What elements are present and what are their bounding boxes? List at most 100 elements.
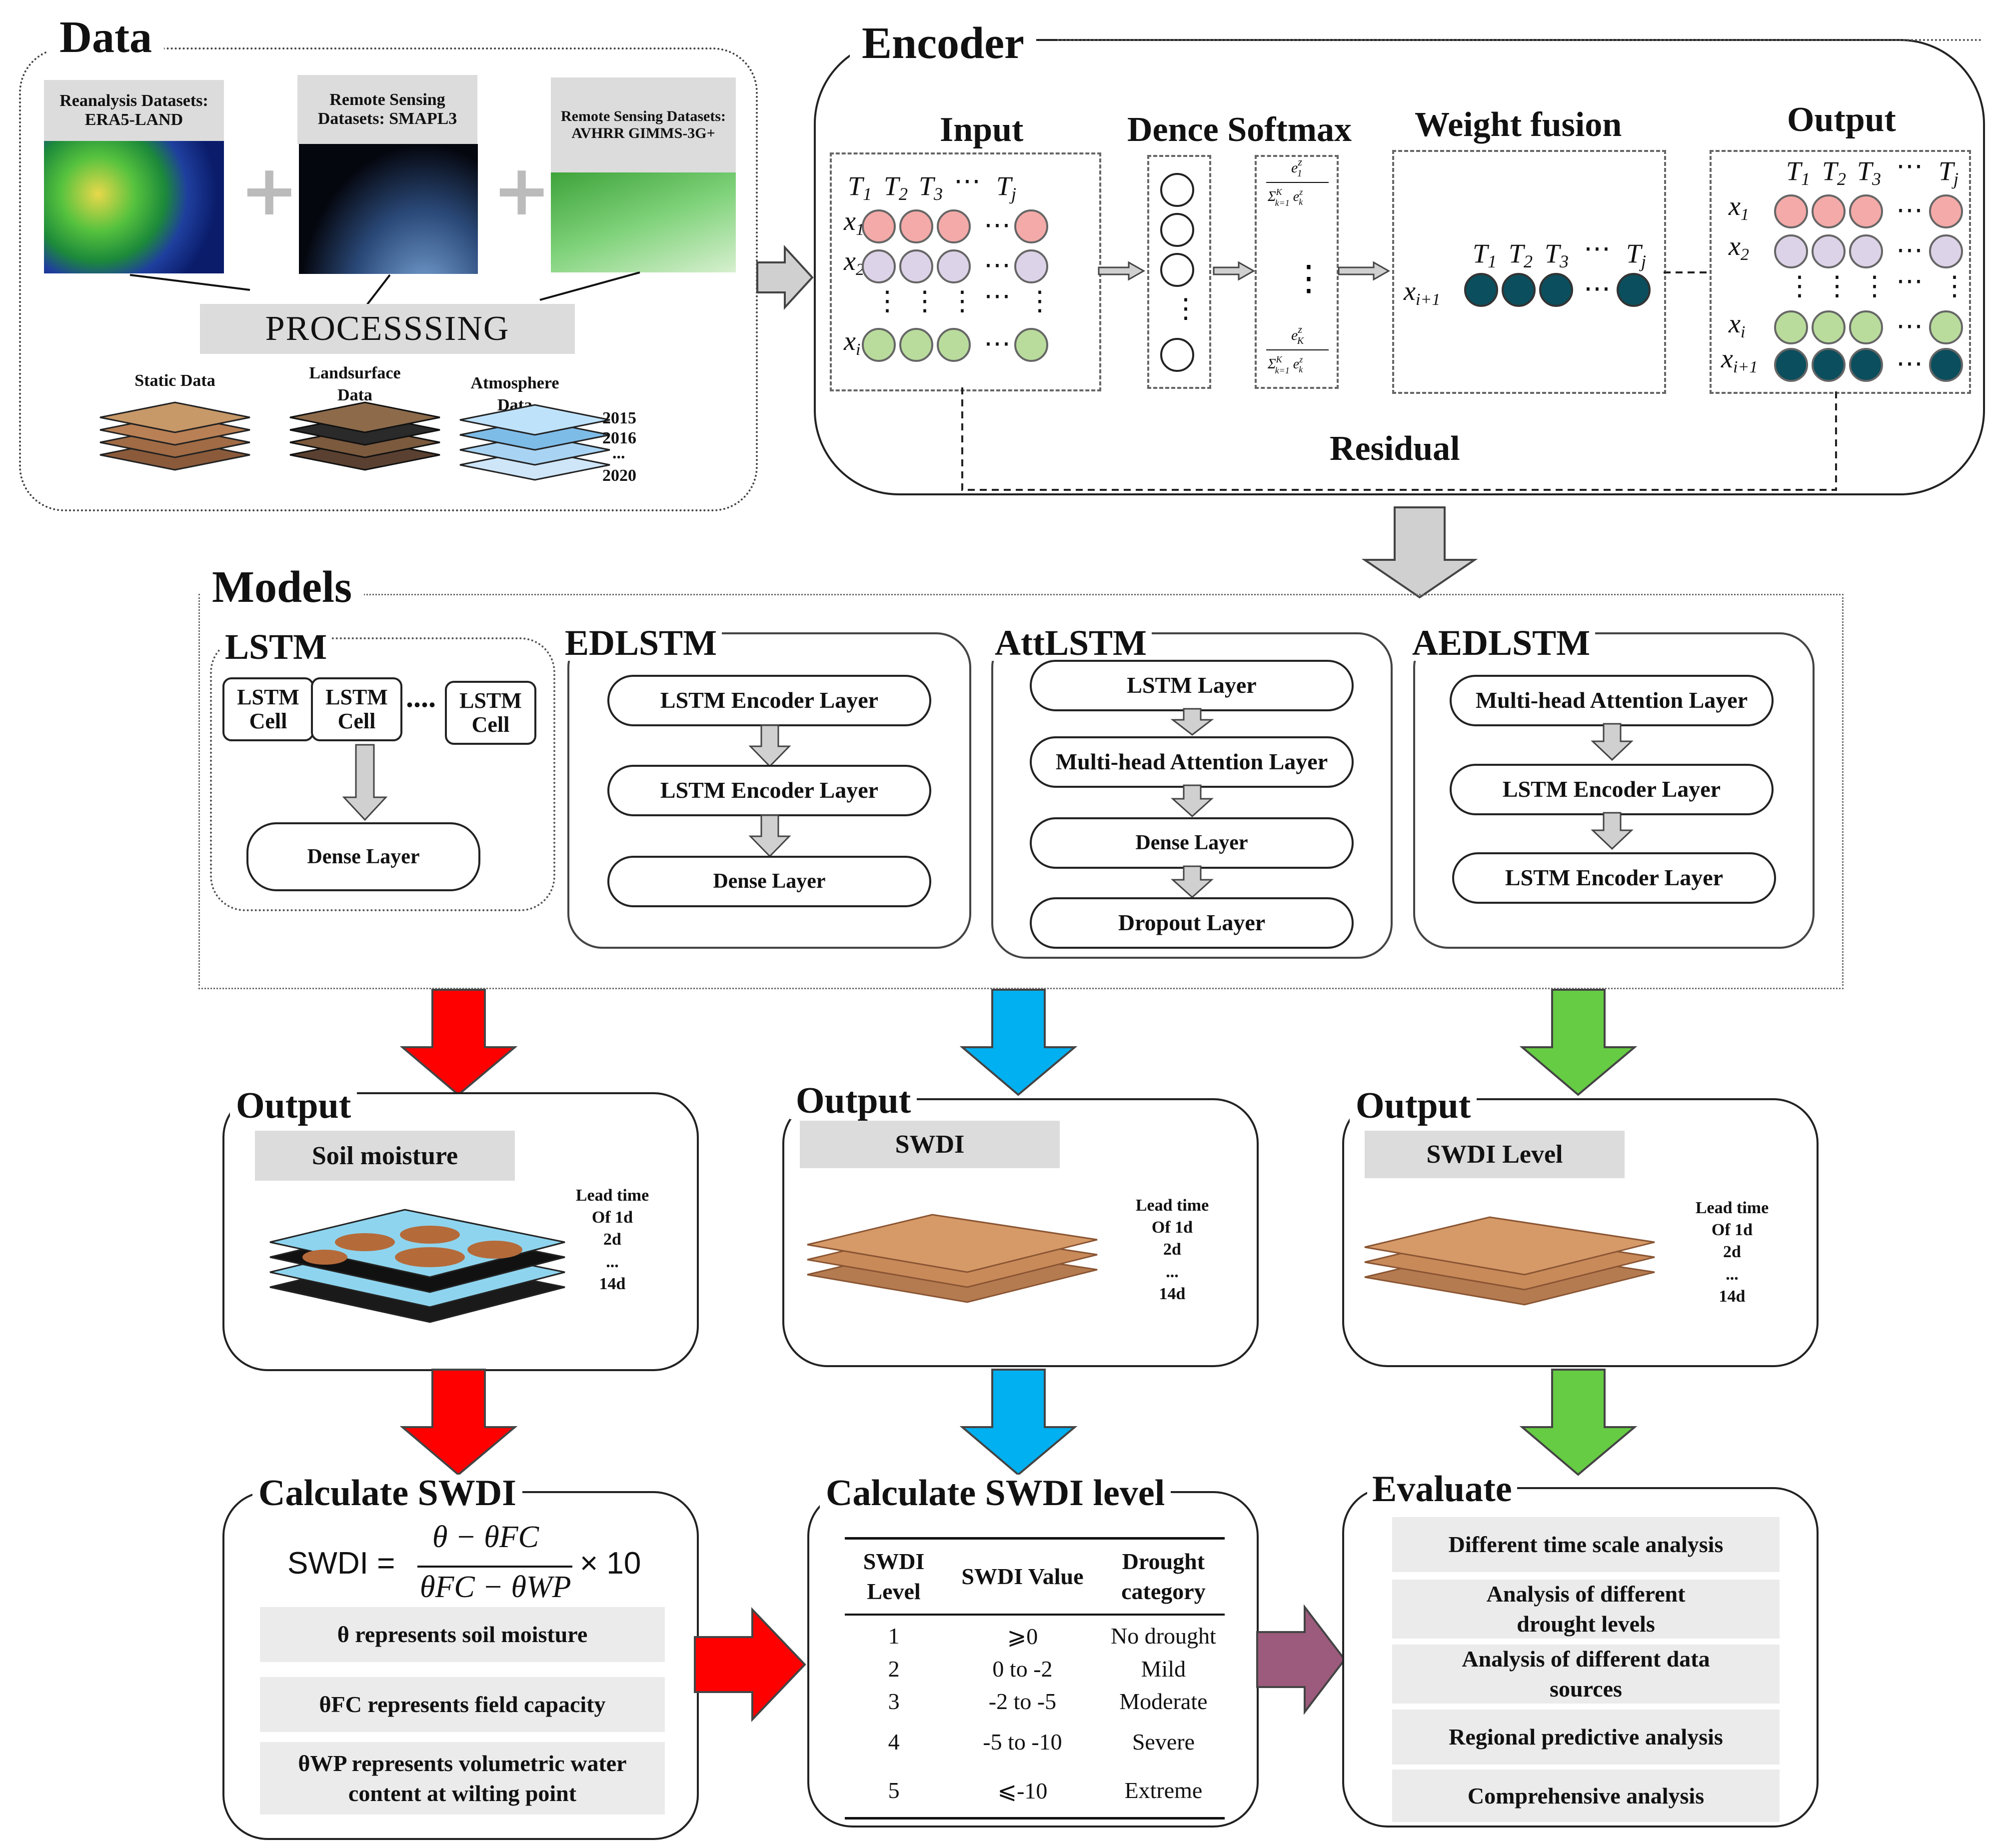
output2-title: Output: [790, 1082, 917, 1119]
header-category: Drought category: [1121, 1549, 1206, 1604]
svg-text:xi+1: xi+1: [1721, 343, 1758, 376]
static-layer-stack: [99, 401, 250, 471]
data-title: Data: [47, 15, 164, 60]
svg-text:ΣKk=1 ezk: ΣKk=1 ezk: [1267, 354, 1303, 375]
svg-text:T1: T1: [1786, 156, 1810, 189]
header-value: SWDI Value: [961, 1563, 1084, 1589]
attlstm-arrow-1: [1170, 708, 1214, 736]
dataset-smap-label: Remote Sensing Datasets: SMAPL3: [297, 75, 477, 144]
svg-text:⋮: ⋮: [1786, 271, 1813, 301]
evaluate-item-drought-levels: Analysis of different drought levels: [1392, 1580, 1780, 1639]
atmosphere-data-label: Atmosphere Data: [470, 374, 559, 415]
svg-text:⋯: ⋯: [1584, 233, 1611, 263]
note-theta: θ represents soil moisture: [260, 1607, 665, 1662]
soil-moisture-label: Soil moisture: [255, 1131, 515, 1181]
input-t2-label: T2: [884, 171, 908, 204]
input-heading: Input: [940, 110, 1024, 149]
dataset-avhrr-label: Remote Sensing Datasets: AVHRR GIMMS-3G+: [551, 77, 736, 172]
calculate-level-title: Calculate SWDI level: [820, 1475, 1171, 1512]
plus-icon-1: +: [240, 150, 299, 231]
arrow-red-to-calc: [400, 1369, 518, 1476]
input-t1-label: T1: [848, 171, 872, 204]
aedlstm-arrow-1: [1591, 723, 1634, 761]
svg-text:⋯: ⋯: [984, 250, 1011, 280]
models-panel: [198, 594, 1844, 989]
lstm-arrow-down: [342, 744, 388, 821]
processing-label: PROCESSSING: [200, 304, 575, 354]
svg-text:T2: T2: [1822, 156, 1846, 189]
svg-text:⋯: ⋯: [1896, 195, 1923, 225]
vegetation-image: [551, 172, 736, 272]
header-level: SWDI Level: [863, 1549, 925, 1604]
arrow-red-calc-to-level: [694, 1607, 806, 1722]
encoder-title: Encoder: [850, 21, 1036, 66]
attlstm-dropout-layer: Dropout Layer: [1030, 897, 1354, 949]
encoder-title-dots: [1057, 39, 1982, 41]
svg-text:⋮: ⋮: [874, 286, 901, 316]
attlstm-title: AttLSTM: [990, 625, 1152, 661]
svg-text:x2: x2: [1728, 231, 1749, 264]
lstm-title: LSTM: [220, 629, 332, 665]
aedlstm-attention-layer: Multi-head Attention Layer: [1450, 675, 1774, 726]
edlstm-dense-layer: Dense Layer: [607, 856, 931, 907]
landsurface-layer-stack: [289, 401, 440, 471]
svg-text:⋯: ⋯: [984, 281, 1011, 311]
arrow-purple-level-to-evaluate: [1256, 1605, 1346, 1715]
attlstm-attention-layer: Multi-head Attention Layer: [1030, 736, 1354, 788]
formula-denominator: θFC − θWP: [420, 1570, 571, 1604]
svg-text:T1: T1: [1473, 238, 1497, 271]
svg-text:⋯: ⋯: [1896, 151, 1923, 181]
svg-text:ez1: ez1: [1291, 155, 1302, 179]
era5-map-image: [44, 141, 224, 273]
arrow-green-to-output3: [1520, 989, 1638, 1096]
evaluate-item-data-sources: Analysis of different data sources: [1392, 1645, 1780, 1704]
input-tj-label: Tj: [996, 171, 1016, 204]
dataset-era5-label: Reanalysis Datasets: ERA5-LAND: [44, 80, 224, 141]
arrow-blue-to-output2: [960, 989, 1078, 1096]
atmosphere-layer-stack: [459, 404, 610, 481]
evaluate-item-time-scale: Different time scale analysis: [1392, 1517, 1780, 1572]
svg-text:⋮: ⋮: [1172, 293, 1199, 323]
encoder-output-heading: Output: [1787, 100, 1896, 139]
attlstm-arrow-3: [1171, 865, 1214, 899]
year-2020: 2020: [602, 466, 636, 485]
output-matrix-box: [1710, 150, 1971, 394]
formula-numerator: θ − θFC: [432, 1520, 539, 1554]
edlstm-arrow-1: [748, 724, 791, 768]
arrow-data-to-encoder: [756, 245, 814, 310]
lstm-dense-layer: Dense Layer: [246, 822, 480, 891]
evaluate-item-comprehensive: Comprehensive analysis: [1392, 1770, 1780, 1822]
edlstm-arrow-2: [748, 814, 791, 858]
year-ellipsis: ...: [612, 444, 625, 462]
svg-text:⋯: ⋯: [1896, 266, 1923, 296]
svg-text:x1: x1: [1728, 191, 1749, 224]
edlstm-encoder-layer-2: LSTM Encoder Layer: [607, 765, 931, 816]
svg-text:⋮: ⋮: [1291, 259, 1326, 298]
arrow-red-to-output1: [400, 989, 518, 1096]
svg-text:⋯: ⋯: [1896, 348, 1923, 378]
attlstm-dense-layer: Dense Layer: [1030, 817, 1354, 869]
edlstm-model-box: [567, 632, 971, 949]
plus-icon-2: +: [492, 150, 551, 231]
lstm-model-box: [210, 637, 555, 911]
note-theta-wp: θWP represents volumetric water content …: [260, 1742, 665, 1815]
data-connector-lines: [129, 271, 640, 308]
formula-multiplier: × 10: [580, 1546, 641, 1581]
year-2015: 2015: [602, 409, 636, 427]
svg-text:⋯: ⋯: [1896, 311, 1923, 341]
aedlstm-model-box: [1413, 632, 1815, 949]
evaluate-title: Evaluate: [1367, 1471, 1517, 1508]
static-data-label: Static Data: [134, 371, 215, 390]
swdi-level-table-wrap: SWDI Level SWDI Value Drought category 1…: [845, 1537, 1225, 1820]
svg-text:ezK: ezK: [1291, 323, 1305, 346]
arrow-encoder-to-models: [1361, 506, 1478, 599]
softmax-box: [1255, 155, 1339, 389]
models-title: Models: [200, 565, 364, 610]
dense-neuron-box: [1147, 155, 1211, 389]
swdi-level-table: SWDI Level SWDI Value Drought category 1…: [845, 1537, 1225, 1820]
svg-text:xi: xi: [1728, 308, 1745, 341]
formula-bar: [417, 1566, 572, 1568]
